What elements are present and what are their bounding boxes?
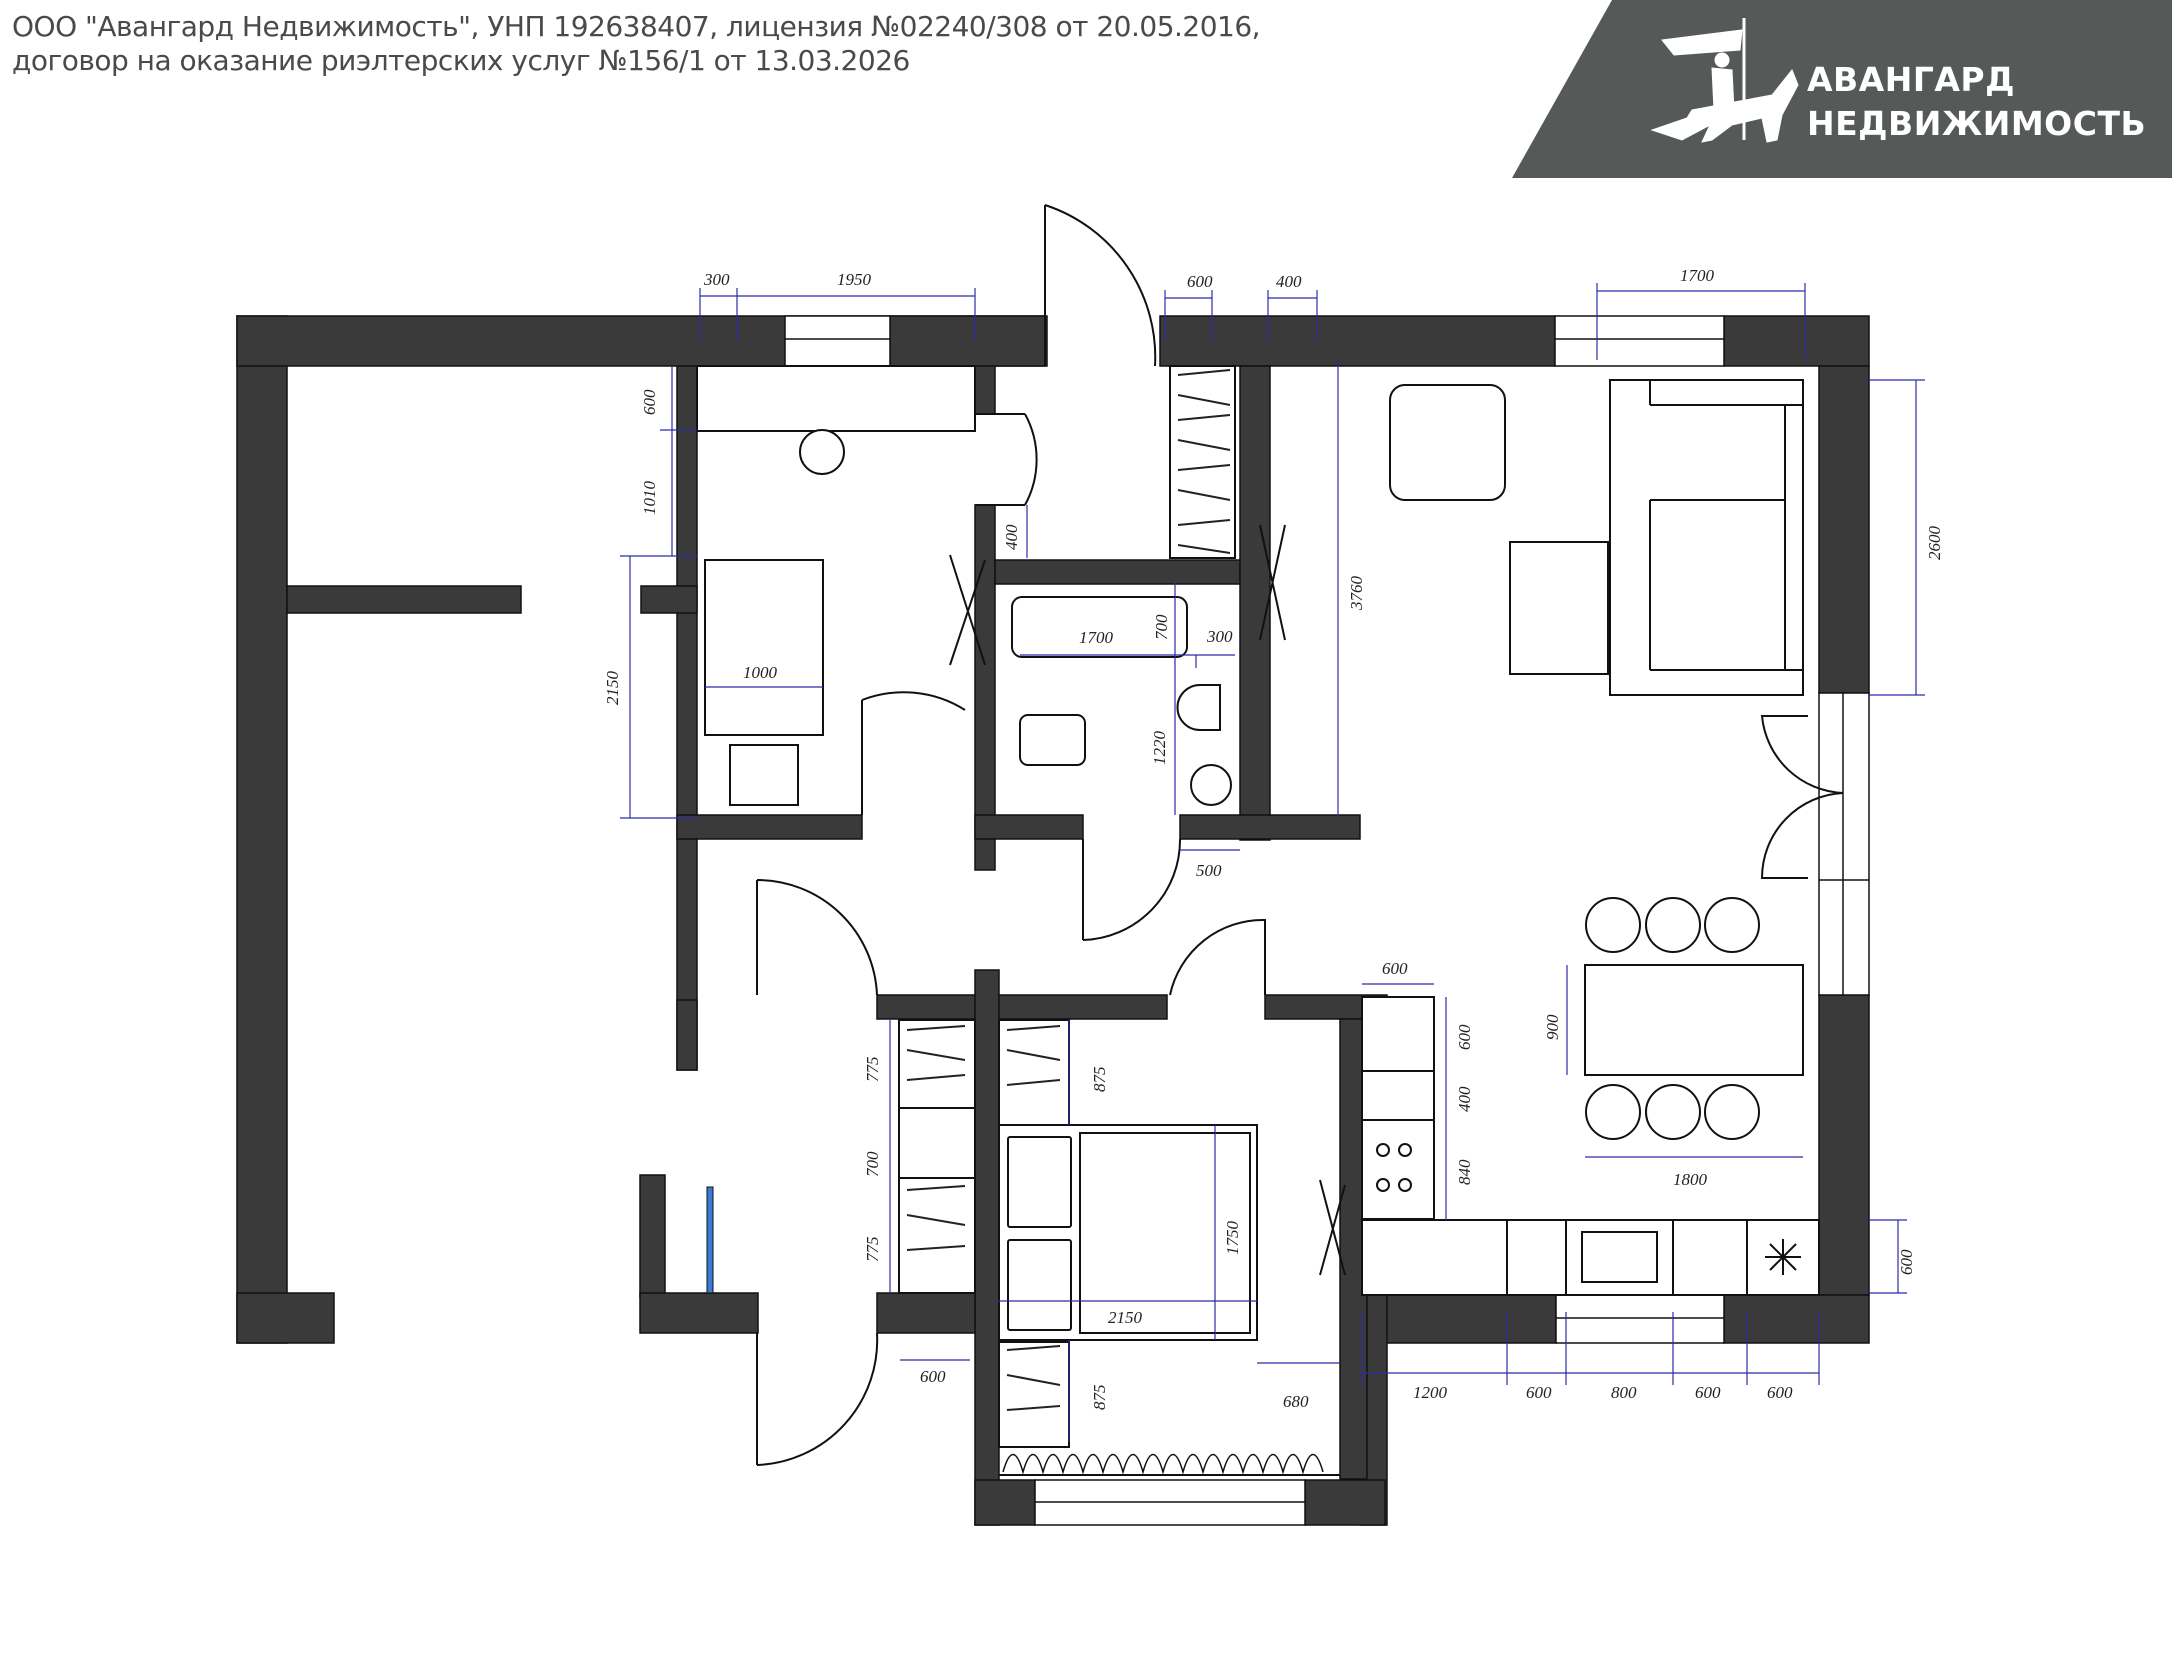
svg-text:1750: 1750 [1223,1221,1242,1256]
svg-text:2600: 2600 [1925,526,1944,561]
svg-text:1200: 1200 [1413,1383,1448,1402]
bathtub [1011,596,1188,658]
svg-text:600: 600 [1767,1383,1793,1402]
svg-text:1700: 1700 [1079,628,1114,647]
svg-text:900: 900 [1543,1014,1562,1040]
desk-chair-icon [799,429,845,475]
svg-text:800: 800 [1611,1383,1637,1402]
extractor-icon [1765,1239,1801,1275]
svg-text:775: 775 [863,1237,882,1263]
svg-text:1010: 1010 [640,481,659,516]
dimension-lines [620,283,1925,1442]
dimension-labels: 300 1950 600 400 1700 600 1010 2150 1000… [603,266,1944,1411]
glass-panel [706,1186,714,1294]
curtain-icon [1002,1453,1324,1475]
dining-table [1584,964,1804,1076]
svg-text:2150: 2150 [603,671,622,706]
svg-text:840: 840 [1455,1159,1474,1185]
furniture [696,365,1820,1476]
kitchen-counter-side [1361,996,1435,1220]
legal-notice-line-1: ООО "Авангард Недвижимость", УНП 1926384… [12,10,1261,43]
desk [696,365,976,432]
logo-line-1: АВАНГАРД [1807,60,2015,99]
logo-wordmark: АВАНГАРД НЕДВИЖИМОСТЬ [1807,58,2146,146]
svg-text:680: 680 [1283,1392,1309,1411]
svg-text:600: 600 [1897,1249,1916,1275]
svg-text:1800: 1800 [1673,1170,1708,1189]
svg-text:1950: 1950 [837,270,872,289]
hall-wardrobe [704,559,824,736]
toilet [1019,714,1086,766]
svg-text:600: 600 [1382,959,1408,978]
sink [1176,684,1221,731]
svg-text:3760: 3760 [1347,576,1366,612]
sofa [1609,379,1804,696]
svg-text:1000: 1000 [743,663,778,682]
svg-text:700: 700 [1152,614,1171,640]
windows [784,315,1870,1526]
svg-text:600: 600 [1455,1024,1474,1050]
svg-text:400: 400 [1002,524,1021,550]
svg-text:600: 600 [1695,1383,1721,1402]
logo-line-2: НЕДВИЖИМОСТЬ [1807,104,2147,143]
closet-hatching [906,369,1231,1411]
svg-text:600: 600 [1526,1383,1552,1402]
svg-text:1700: 1700 [1680,266,1715,285]
coffee-table [1509,541,1609,675]
svg-text:1220: 1220 [1150,731,1169,766]
svg-text:875: 875 [1090,1385,1109,1411]
svg-text:300: 300 [703,270,730,289]
svg-text:775: 775 [863,1057,882,1083]
svg-text:700: 700 [863,1151,882,1177]
armchair [1389,384,1506,501]
svg-text:875: 875 [1090,1067,1109,1093]
svg-text:600: 600 [920,1367,946,1386]
svg-text:600: 600 [640,389,659,415]
legal-notice: ООО "Авангард Недвижимость", УНП 1926384… [12,10,1261,78]
kitchen-sink [1581,1231,1658,1283]
doors [756,204,1844,1466]
svg-text:500: 500 [1196,861,1222,880]
logo-banner [1512,0,2172,178]
washing-machine [1190,764,1232,806]
svg-text:300: 300 [1206,627,1233,646]
svg-text:600: 600 [1187,272,1213,291]
walls [236,315,1870,1526]
legal-notice-line-2: договор на оказание риэлтерских услуг №1… [12,44,910,77]
knight-on-horse-icon [1650,18,1799,143]
svg-text:400: 400 [1276,272,1302,291]
svg-text:400: 400 [1455,1086,1474,1112]
hall-closet [1169,365,1236,559]
svg-text:2150: 2150 [1108,1308,1143,1327]
